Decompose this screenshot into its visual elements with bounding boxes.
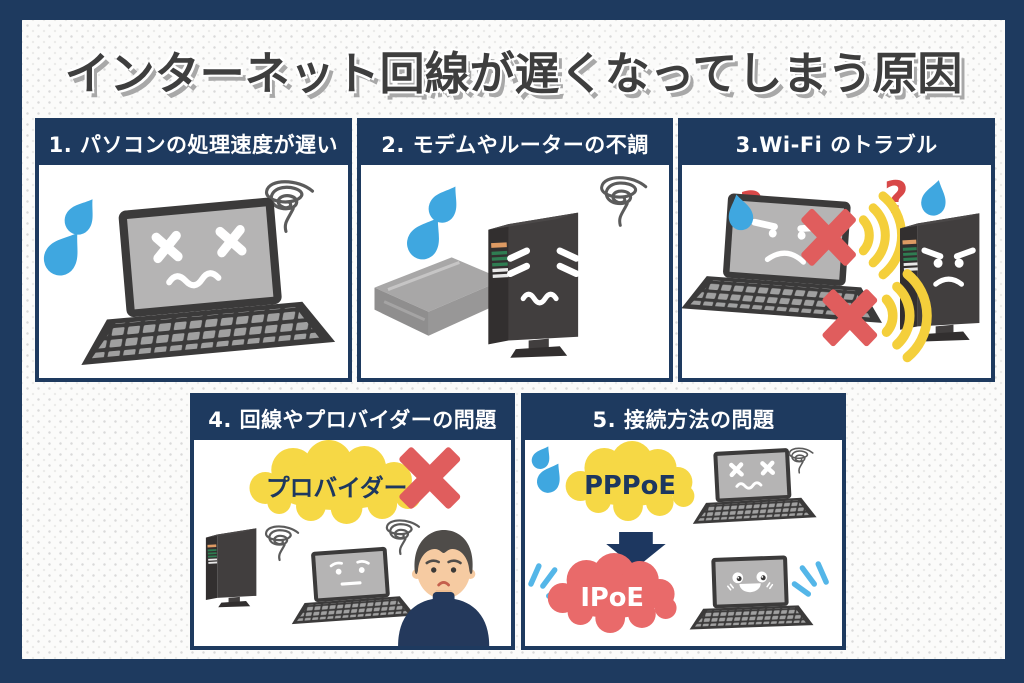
crashed-laptop-illustration (39, 180, 336, 365)
sparkle-icon (794, 564, 826, 594)
router-icon (205, 528, 257, 608)
wifi-trouble-illustration: ? ? (682, 173, 980, 378)
dizzy-scribble-icon (599, 176, 647, 227)
panel-3-header: 3.Wi-Fi のトラブル (682, 122, 992, 165)
laptop-icon (687, 554, 814, 630)
page-title: インターネット回線が遅くなってしまう原因 (64, 46, 963, 100)
sweater (398, 598, 490, 646)
top-panel-row: 1. パソコンの処理速度が遅い 2. モデムやルーターの不調 (35, 118, 996, 382)
pppoe-cloud: PPPoE (565, 441, 695, 521)
laptop-icon (286, 544, 416, 625)
provider-cloud: プロバイダー (249, 440, 421, 524)
dizzy-scribble-icon (264, 525, 300, 562)
panel-connection-method: 5. 接続方法の問題 PPPoE (521, 393, 846, 650)
dizzy-scribble-icon (385, 519, 421, 556)
panel-3-body: ? ? (682, 165, 991, 378)
wifi-signal-icon (864, 196, 902, 275)
bottom-panel-row: 4. 回線やプロバイダーの問題 プロバイダー (190, 393, 846, 650)
sweat-drop-icon (59, 191, 104, 241)
pppoe-ipoe-illustration: PPPoE I (525, 441, 842, 633)
pppoe-cloud-label: PPPoE (584, 471, 676, 501)
infographic-canvas: インターネット回線が遅くなってしまう原因 1. パソコンの処理速度が遅い 2. … (22, 20, 1005, 659)
laptop-icon (68, 192, 336, 365)
panel-provider-problem: 4. 回線やプロバイダーの問題 プロバイダー (190, 393, 515, 650)
panel-4-header: 4. 回線やプロバイダーの問題 (194, 397, 511, 440)
panel-4-body: プロバイダー (194, 440, 511, 646)
sweat-drop-icon (423, 179, 467, 229)
down-arrow-icon (606, 532, 666, 568)
panel-1-header: 1. パソコンの処理速度が遅い (39, 122, 348, 165)
modem-router-illustration (374, 176, 647, 358)
hair (414, 530, 473, 575)
panel-2-body (361, 165, 670, 378)
panel-5-header: 5. 接続方法の問題 (525, 397, 842, 440)
ipoe-cloud-label: IPoE (580, 583, 644, 613)
router-icon (487, 212, 578, 358)
panel-modem-router: 2. モデムやルーターの不調 (356, 118, 674, 382)
dizzy-scribble-icon (788, 447, 814, 474)
panel-slow-pc: 1. パソコンの処理速度が遅い (35, 118, 352, 382)
worried-man-illustration (398, 530, 490, 646)
title-zone: インターネット回線が遅くなってしまう原因 (22, 20, 1005, 118)
provider-problem-illustration: プロバイダー (205, 440, 490, 646)
panel-1-body (39, 165, 348, 378)
provider-cloud-label: プロバイダー (266, 474, 408, 502)
modem-icon (374, 257, 504, 336)
panel-wifi-trouble: 3.Wi-Fi のトラブル ? ? (678, 118, 996, 382)
ipoe-cloud: IPoE (547, 553, 677, 633)
sweat-drop-icon (918, 177, 951, 219)
panel-2-header: 2. モデムやルーターの不調 (360, 122, 670, 165)
panel-5-body: PPPoE I (525, 440, 842, 646)
